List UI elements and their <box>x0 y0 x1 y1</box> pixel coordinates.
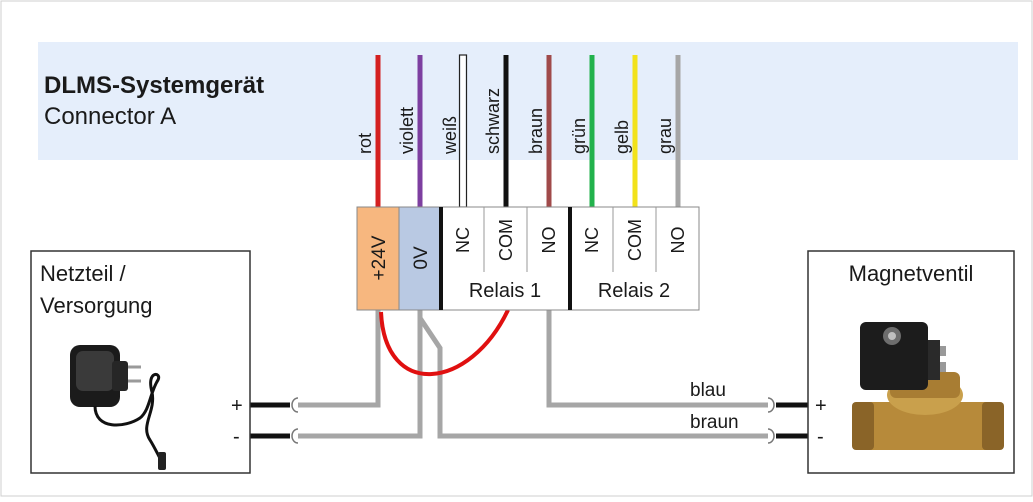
cable-plus-supply <box>298 310 381 408</box>
relay2-com-label: COM <box>625 219 645 261</box>
solenoid-valve-icon <box>852 322 1004 450</box>
wire-label-0: rot <box>355 133 375 154</box>
relay2-nc-label: NC <box>582 227 602 253</box>
terminal-plus-24v <box>356 206 400 311</box>
cable-group <box>298 310 768 439</box>
wire-label-3: schwarz <box>483 88 503 154</box>
cable-label-braun: braun <box>690 412 739 433</box>
relay2-label: Relais 2 <box>598 280 670 302</box>
power-adapter-icon <box>70 345 166 470</box>
power-supply-box <box>30 250 251 474</box>
terminal-label-0v: 0V <box>411 246 432 270</box>
cable-minus-supply <box>298 310 423 439</box>
valve-plus-label: + <box>815 395 827 417</box>
terminal-0v <box>398 206 442 311</box>
supply-plus-label: + <box>231 395 243 417</box>
relay1-no-label: NO <box>539 227 559 254</box>
power-supply-line2: Versorgung <box>40 293 153 318</box>
terminal-label-24v: +24V <box>369 235 390 280</box>
valve-minus-label: - <box>817 426 824 448</box>
jumper-wire <box>379 309 510 377</box>
wire-label-2: weiß <box>440 116 460 155</box>
wire-label-6: gelb <box>612 120 632 154</box>
wire-label-1: violett <box>397 107 417 154</box>
cable-label-blau: blau <box>690 380 726 401</box>
relay1-label: Relais 1 <box>469 280 541 302</box>
cable-plus-valve <box>546 310 768 408</box>
terminal-block <box>356 206 700 311</box>
power-supply-line1: Netzteil / <box>40 261 126 286</box>
relay2-no-label: NO <box>668 227 688 254</box>
cable-ends <box>250 397 808 444</box>
header-band <box>38 42 1018 160</box>
device-title: DLMS-Systemgerät <box>44 72 264 99</box>
connector-label: Connector A <box>44 103 176 130</box>
supply-minus-label: - <box>233 426 240 448</box>
relay1-nc-label: NC <box>453 227 473 253</box>
wire-leads: rot violett weiß schwarz braun grün gelb grau <box>355 54 681 208</box>
cable-minus-valve <box>417 316 768 439</box>
relay1-com-label: COM <box>496 219 516 261</box>
valve-title: Magnetventil <box>849 261 974 286</box>
relay2-block <box>569 206 700 311</box>
wire-label-7: grau <box>655 118 675 154</box>
wire-label-5: grün <box>569 118 589 154</box>
wire-label-4: braun <box>526 108 546 154</box>
relay1-block <box>440 206 571 311</box>
